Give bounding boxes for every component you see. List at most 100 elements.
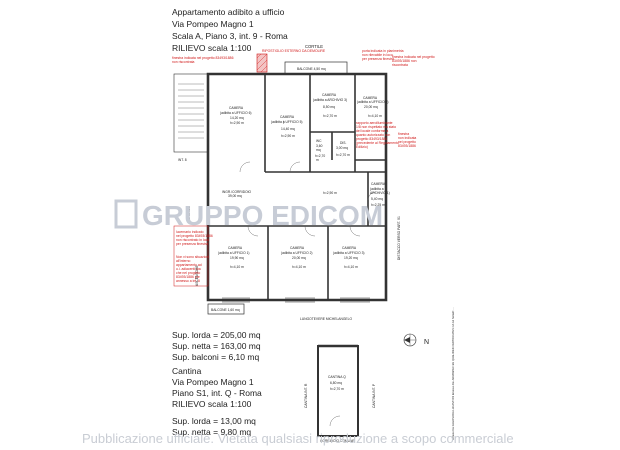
cantina-line1: Cantina (172, 366, 202, 376)
svg-text:(adibita a UFFICIO 6): (adibita a UFFICIO 6) (220, 111, 252, 115)
svg-text:14,40 mq: 14,40 mq (281, 127, 295, 131)
svg-text:h=2,70 m: h=2,70 m (323, 114, 337, 118)
svg-text:WC: WC (316, 139, 322, 143)
svg-text:83493/1886 pre: 83493/1886 pre (176, 275, 200, 279)
svg-text:(adibita a ARCHIVIO 3): (adibita a ARCHIVIO 3) (313, 98, 347, 102)
svg-text:39,00 mq: 39,00 mq (228, 194, 242, 198)
room-wc: WC 3,60 mq h=2,70 m (315, 139, 325, 162)
cantina-line3: Piano S1, int. Q - Roma (172, 388, 262, 398)
north-arrow-icon (403, 333, 417, 347)
svg-text:Edilizio): Edilizio) (356, 145, 368, 149)
cantina-lorda: Sup. lorda = 13,00 mq (172, 416, 256, 426)
svg-text:CAMERA: CAMERA (290, 246, 305, 250)
svg-text:20,00 mq: 20,00 mq (364, 105, 378, 109)
signature-side-text: Firmato Da: ELEONORA LUCANTONI Emesso Da… (451, 307, 455, 440)
int8-label: INT. 8 (178, 158, 187, 162)
header-line1: Appartamento adibito a ufficio (172, 7, 285, 17)
svg-text:non indicata: non indicata (398, 136, 416, 140)
room-camera5: CAMERA ( (adibita a UFFICIO 5) 14,40 mq … (271, 115, 303, 138)
room-camera3: CAMERA (adibita a UFFICIO 3) 19,20 mq h=… (333, 246, 365, 269)
svg-text:nel progetto: nel progetto (398, 140, 416, 144)
svg-text:ARCHIVIO 1): ARCHIVIO 1) (370, 191, 390, 195)
balcone-top: BALCONE 4,50 mq (297, 67, 326, 71)
svg-text:(adibita a UFFICIO 1): (adibita a UFFICIO 1) (218, 251, 250, 255)
svg-text:h=2,70 m: h=2,70 m (330, 387, 344, 391)
svg-text:non riscontrata: non riscontrata (172, 60, 195, 64)
svg-text:h=4,10 m: h=4,10 m (368, 114, 382, 118)
svg-text:non rilevabile in loco: non rilevabile in loco (362, 53, 393, 57)
svg-text:3,00 mq: 3,00 mq (336, 146, 348, 150)
svg-text:CAMERA: CAMERA (342, 246, 357, 250)
svg-text:h=2,90 m: h=2,90 m (230, 121, 244, 125)
distacco-label: DISTACCO VERSO PART. 91 (397, 216, 401, 260)
svg-text:mq: mq (316, 148, 321, 152)
cantina-line2: Via Pompeo Magno 1 (172, 377, 254, 387)
note-left: finestra indicata nel progetto 83493/188… (172, 56, 234, 60)
note-lower2: Non vi sono situazioni all'interno appar… (176, 255, 209, 283)
svg-text:14,20 mq: 14,20 mq (230, 116, 244, 120)
svg-text:(adibita a: (adibita a (370, 187, 384, 191)
svg-text:GRUPPO EDICOM: GRUPPO EDICOM (142, 200, 383, 231)
svg-text:riscontrata: riscontrata (392, 63, 408, 67)
svg-text:(adibita a UFFICIO 4): (adibita a UFFICIO 4) (357, 100, 389, 104)
svg-text:finestra indicata nel progetto: finestra indicata nel progetto (392, 55, 435, 59)
north-label: N (424, 339, 429, 346)
outer-wall (206, 72, 388, 302)
cantina-room-label: CANTINA Q (328, 375, 346, 379)
summary-balconi: Sup. balconi = 6,10 mq (172, 352, 259, 362)
office-summary: Sup. lorda = 205,00 mq Sup. netta = 163,… (172, 330, 261, 362)
svg-text:per presenza finestra: per presenza finestra (176, 242, 208, 246)
summary-netta: Sup. netta = 163,00 mq (172, 341, 261, 351)
svg-text:non riscontrato in loco: non riscontrato in loco (176, 238, 209, 242)
cantina-summary: Sup. lorda = 13,00 mq Sup. netta = 9,80 … (172, 416, 256, 437)
svg-text:lucernario indicato: lucernario indicato (176, 230, 204, 234)
svg-text:CAMERA: CAMERA (229, 106, 244, 110)
svg-text:CAMERA: CAMERA (280, 115, 295, 119)
cantina-netta: Sup. netta = 9,80 mq (172, 427, 251, 437)
svg-text:19,20 mq: 19,20 mq (344, 256, 358, 260)
cortile-label: CORTILE (305, 44, 323, 49)
svg-text:h=4,10 m: h=4,10 m (292, 265, 306, 269)
corridor: INGR./CORRIDOIO 39,00 mq h=2,90 m (222, 190, 337, 198)
svg-text:appartamento ad: appartamento ad (176, 263, 202, 267)
note-right1: finestra non indicata nel progetto 83493… (398, 132, 416, 148)
room-camera1: CAMERA (adibita a UFFICIO 1) 19,90 mq h=… (218, 246, 250, 269)
office-floor-plan: CORTILE RIPOSTIGLIO ESTERNO DA DEMOLIRE … (172, 44, 435, 347)
svg-text:3,60: 3,60 (316, 144, 323, 148)
room-camera-archivio1: CAMERA (adibita a ARCHIVIO 1) 5,40 mq h=… (370, 182, 390, 207)
svg-text:rapporto aeroilluminante: rapporto aeroilluminante (356, 121, 393, 125)
svg-text:(adibita a UFFICIO 5): (adibita a UFFICIO 5) (271, 120, 303, 124)
street-label: LUNGOTEVERE MICHELANGELO (300, 317, 352, 321)
room-dis: DIS. 3,00 mq h=2,70 m (336, 141, 350, 157)
cantina-right-label: CANTINA INT. P (372, 383, 376, 408)
svg-text:h=2,70: h=2,70 (315, 154, 325, 158)
cantina-floor-plan: CANTINA Q 6,80 mq h=2,70 m CANTINA INT. … (304, 344, 376, 443)
svg-text:(precedente al Regolamento: (precedente al Regolamento (356, 141, 399, 145)
room-camera6: CAMERA (adibita a UFFICIO 6) 14,20 mq h=… (220, 106, 252, 125)
svg-text:CAMERA: CAMERA (363, 96, 378, 100)
svg-text:progetto 83493/1886: progetto 83493/1886 (356, 137, 387, 141)
svg-text:finestra: finestra (398, 132, 409, 136)
summary-lorda: Sup. lorda = 205,00 mq (172, 330, 261, 340)
svg-text:(adibita a UFFICIO 3): (adibita a UFFICIO 3) (333, 251, 365, 255)
svg-text:CAMERA: CAMERA (228, 246, 243, 250)
svg-text:h=2,90 m: h=2,90 m (281, 134, 295, 138)
svg-text:h=4,10 m: h=4,10 m (230, 265, 244, 269)
svg-text:19,90 mq: 19,90 mq (230, 256, 244, 260)
svg-text:Non vi sono situazioni: Non vi sono situazioni (176, 255, 209, 259)
note-mid: rapporto aeroilluminante 1/8 non rispett… (356, 121, 399, 149)
svg-text:che nel progetto: che nel progetto (176, 271, 200, 275)
svg-text:u.i. adiacenti ma: u.i. adiacenti ma (176, 267, 201, 271)
svg-text:(: ( (283, 120, 285, 124)
cantina-left-label: CANTINA INT. R (304, 383, 308, 408)
room-camera-archivio3: CAMERA (adibita a ARCHIVIO 3) 8,50 mq h=… (313, 93, 347, 118)
room-camera4: CAMERA (adibita a UFFICIO 4) 20,00 mq h=… (357, 96, 389, 118)
note-lower: lucernario indicato nel progetto 83493/1… (176, 230, 213, 246)
note-right2: finestra indicata nel progetto 83493/188… (392, 55, 435, 67)
room-camera2: CAMERA (adibita a UFFICIO 2) 20,00 mq h=… (281, 246, 313, 269)
svg-text:per presenza finestra: per presenza finestra (362, 57, 394, 61)
svg-text:m: m (316, 158, 319, 162)
note-top: porta indicata in planimetria (362, 49, 404, 53)
header-line4: RILIEVO scala 1:100 (172, 43, 252, 53)
svg-text:CAMERA: CAMERA (322, 93, 337, 97)
